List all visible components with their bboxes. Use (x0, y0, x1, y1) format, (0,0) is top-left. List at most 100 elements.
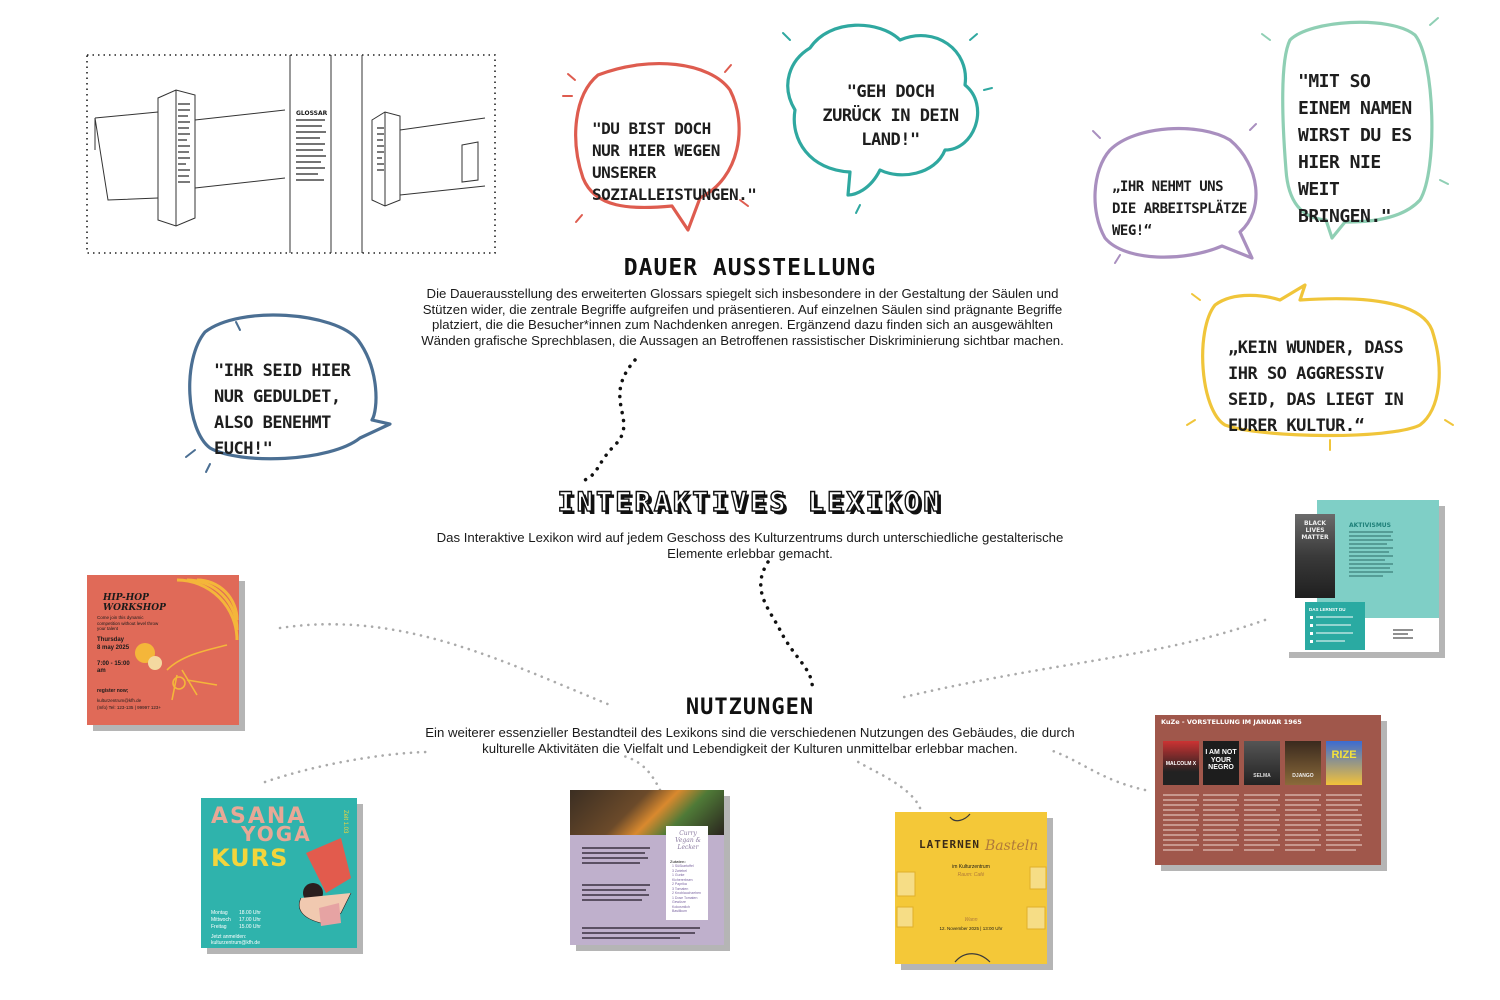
card-vorstellung-januar[interactable]: KuZe - VORSTELLUNG IM JANUAR 1965 MALCOL… (1155, 715, 1381, 865)
bubble-text-2: "GEH DOCH ZURÜCK IN DEIN LAND!" (822, 82, 959, 150)
curry-ingredient: Kichererbsen (672, 877, 693, 882)
title-interaktives-lexikon: INTERAKTIVES LEXIKON (557, 486, 943, 518)
connector-aktivismus (898, 618, 1267, 700)
bubble-shape-1 (574, 61, 741, 232)
bubble-text-6: „KEIN WUNDER, DASS IHR SO AGGRESSIV SEID… (1228, 338, 1404, 436)
connector-vorstellung (1048, 748, 1147, 792)
curry-ingredient: 3 Tomaten (672, 886, 689, 891)
laternen-title2: Basteln (985, 838, 1039, 854)
hiphop-phone: (Info) Tel: 123-135 | 99997 123+ (97, 705, 162, 710)
bubble-shape-3 (1093, 126, 1258, 260)
laternen-title1: LATERNEN (919, 838, 980, 851)
film-poster-1 (1163, 741, 1199, 785)
architectural-sketch (94, 55, 486, 253)
asana-line2: YOGA (241, 822, 312, 846)
card-hiphop-workshop[interactable]: HIP-HOP WORKSHOP Come join this dynamic … (87, 575, 239, 725)
curry-ingredient: 1 Dose Tomaten (672, 895, 698, 900)
bubble-shape-4 (1281, 20, 1434, 240)
asana-schedule-1-time: 17.00 Uhr (239, 917, 261, 923)
connector-laternen (853, 758, 922, 810)
card-asana-yoga[interactable]: ASANA YOGA KURS Zelt 1.03 Montag 18.00 U… (201, 798, 357, 948)
film-poster-2 (1203, 741, 1239, 785)
asana-schedule-0-day: Montag (211, 910, 228, 916)
card-laternen-basteln[interactable]: LATERNEN Basteln im Kulturzentrum Raum: … (895, 812, 1047, 964)
asana-line1: ASANA (211, 804, 307, 829)
hiphop-time: 7:00 - 15:00 am (97, 661, 130, 674)
aktivismus-checkboxes (1310, 616, 1413, 643)
curry-ingredients: 1 Süßkartoffel 3 Zwiebel 1 Gurke Kichere… (672, 864, 706, 914)
body-dauer-ausstellung: Die Dauerausstellung des erweiterten Glo… (421, 286, 1064, 348)
asana-signup: Jetzt anmelden: (211, 934, 247, 940)
bubble-text-3: „IHR NEHMT UNS DIE ARBEITSPLÄTZE WEG!“ (1112, 179, 1247, 239)
asana-schedule-2-time: 15.00 Uhr (239, 924, 261, 930)
curry-ingredient: 2 Paprika (672, 882, 687, 886)
curry-ingredient: 3 Zwiebel (672, 868, 687, 873)
hiphop-day: Thursday (97, 637, 125, 643)
hiphop-title: HIP-HOP WORKSHOP (103, 593, 166, 613)
curry-ingredient: Basilikum (672, 909, 687, 913)
hiphop-email: kulturzentrum@kfh.de (97, 698, 142, 703)
curry-ingredient: 1 Süßkartoffel (672, 864, 694, 868)
connector-hiphop (278, 622, 612, 707)
film-title-4: DJANGO (1292, 773, 1314, 779)
connector-asana (263, 750, 432, 784)
connector-lexikon-nutzungen (759, 560, 814, 694)
bubble-text-1: "DU BIST DOCH NUR HIER WEGEN UNSERER SOZ… (592, 119, 757, 204)
bubble-shape-2 (786, 23, 980, 197)
yoga-figure (298, 838, 352, 926)
aktivismus-photo (1295, 514, 1335, 598)
asana-email: kulturzentrum@kfh.de (211, 940, 260, 946)
curry-ingredient: Kokosmilch (672, 904, 690, 909)
film-poster-3 (1244, 741, 1280, 785)
sketch-text-lines (178, 103, 384, 183)
card-curry-rezept[interactable]: Curry Vegan & Lecker Zutaten: 1 Süßkarto… (570, 790, 724, 945)
vorstellung-text-lines (1163, 794, 1362, 851)
curry-zutaten-label: Zutaten: (670, 859, 686, 864)
asana-schedule-2-day: Freitag (211, 924, 227, 930)
curry-text-lines (582, 847, 700, 939)
bubble-shape-5 (188, 313, 392, 461)
curry-recipe-panel (666, 826, 708, 920)
hiphop-intro: Come join this dynamic competition witho… (97, 615, 159, 631)
sketch-label: GLOSSAR (296, 110, 328, 117)
asana-schedule-1-day: Mittwoch (211, 917, 231, 923)
card-aktivismus[interactable]: BLACK LIVES MATTER AKTIVISMUS DAS LERNST… (1283, 500, 1439, 652)
film-title-2: I AM NOT YOUR NEGRO (1205, 749, 1237, 771)
film-title-5: RIZE (1331, 749, 1357, 761)
aktivismus-heading: AKTIVISMUS (1349, 522, 1391, 529)
laternen-room: Raum: Café (957, 872, 985, 878)
bubble-shape-6 (1201, 283, 1441, 438)
curry-title: Curry Vegan & Lecker (675, 830, 701, 851)
body-interaktives-lexikon: Das Interaktive Lexikon wird auf jedem G… (436, 530, 1064, 561)
curry-ingredient: Gewürze (672, 900, 687, 904)
curry-ingredient: 2 Knoblauchzehen (672, 891, 701, 895)
aktivismus-lernst-label: DAS LERNST DU (1309, 607, 1346, 612)
film-poster-4 (1285, 741, 1321, 785)
vorstellung-header: KuZe - VORSTELLUNG IM JANUAR 1965 (1161, 718, 1302, 726)
laternen-place: im Kulturzentrum (952, 864, 990, 870)
asana-schedule-0-time: 18.00 Uhr (239, 910, 261, 916)
curry-ingredient: 1 Gurke (672, 873, 685, 877)
body-nutzungen: Ein weiterer essenzieller Bestandteil de… (425, 725, 1075, 756)
laternen-when: Wann (964, 917, 978, 923)
aktivismus-poster-text: BLACK LIVES MATTER (1301, 520, 1329, 541)
aktivismus-lernst-box (1305, 602, 1365, 650)
connector-curry (618, 753, 662, 792)
bubble-text-4: "MIT SO EINEM NAMEN WIRST DU ES HIER NIE… (1298, 71, 1412, 227)
asana-side: Zelt 1.03 (342, 810, 348, 834)
hiphop-date: 8 may 2025 (97, 645, 130, 651)
title-dauer-ausstellung: DAUER AUSSTELLUNG (623, 255, 877, 281)
lantern-graphics (896, 813, 1047, 963)
connector-dauer-lexikon (578, 358, 637, 484)
sketch-frame (86, 54, 496, 254)
film-title-3: SELMA (1253, 773, 1271, 779)
aktivismus-text-lines (1349, 531, 1393, 577)
hiphop-graphic (135, 578, 239, 701)
film-poster-5 (1326, 741, 1362, 785)
aktivismus-bg-panel (1317, 500, 1439, 618)
bubble-text-5: "IHR SEID HIER NUR GEDULDET, ALSO BENEHM… (214, 361, 351, 459)
hiphop-register: register now; (97, 688, 129, 694)
title-nutzungen: NUTZUNGEN (685, 695, 815, 720)
asana-line3: KURS (211, 844, 289, 872)
